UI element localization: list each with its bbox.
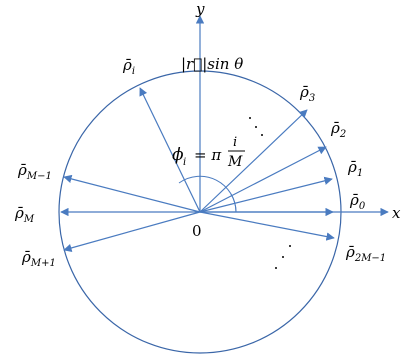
vector-rho-3 (199, 109, 308, 213)
vector-rho-1 (199, 176, 333, 213)
svg-text:M: M (227, 154, 243, 170)
ellipsis-upper (249, 117, 263, 136)
vector-label-4: ρ̄i (122, 56, 135, 77)
vector-label-group: ρ̄0 ρ̄1 ρ̄2 ρ̄3 ρ̄i ρ̄M−1 ρ̄M ρ̄M+1 ρ̄2M−1 (14, 56, 386, 269)
svg-text:i: i (233, 135, 237, 150)
vector-label-3: ρ̄3 (299, 83, 315, 104)
svg-text:= π: = π (194, 146, 222, 164)
vector-label-5: ρ̄M−1 (17, 161, 52, 182)
svg-text:ϕ: ϕ (172, 145, 184, 165)
x-axis-label: x (392, 204, 401, 222)
vector-label-6: ρ̄M (14, 204, 35, 225)
vector-group (60, 87, 335, 253)
vector-rho-7 (63, 211, 201, 253)
angle-arc-small (230, 193, 237, 213)
vector-rho-4 (139, 87, 201, 213)
y-axis-label: y (195, 0, 205, 18)
origin-label: 0 (192, 222, 202, 240)
angle-arc-phi (178, 175, 237, 213)
vector-label-1: ρ̄1 (347, 158, 363, 179)
projection-label: |r⃗|sin θ (181, 55, 243, 73)
vector-label-7: ρ̄M+1 (21, 248, 56, 269)
vector-rho-5 (63, 174, 201, 213)
vector-label-0: ρ̄0 (349, 191, 366, 212)
vector-rho-8 (199, 211, 335, 241)
ellipsis-lower (275, 245, 291, 269)
vector-label-8: ρ̄2M−1 (345, 243, 386, 264)
vector-label-2: ρ̄2 (330, 119, 346, 140)
angle-formula: ϕ i = π i M (172, 135, 245, 170)
svg-text:i: i (183, 157, 186, 168)
vector-rho-2 (199, 146, 327, 213)
